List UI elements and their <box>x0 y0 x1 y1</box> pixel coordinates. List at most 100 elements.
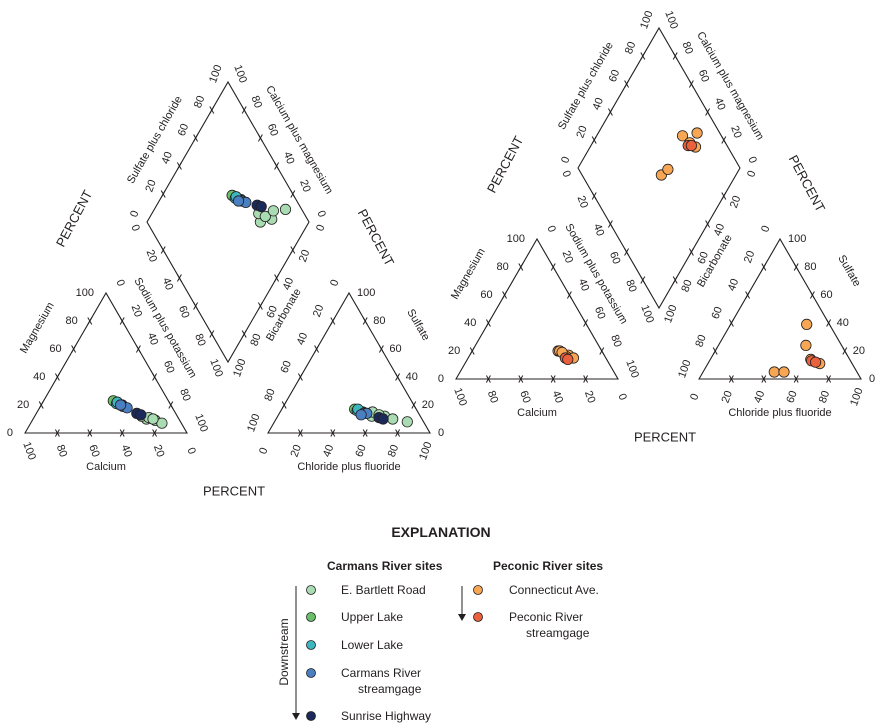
tick-label-sodium-potassium: 40 <box>145 331 160 347</box>
tick-mark <box>550 375 556 383</box>
tick-label-sulfate: 60 <box>389 343 401 355</box>
diamond-point <box>255 201 267 213</box>
tick-label-sulfate-chloride: 20 <box>574 124 589 140</box>
tick-label-diamond-lower-right: 100 <box>662 303 680 324</box>
tick-label-sulfate-chloride: 60 <box>607 68 622 84</box>
axis-title-sulfate: Sulfate <box>835 253 863 289</box>
tick-label-sulfate: 0 <box>869 373 875 385</box>
tick-mark <box>745 291 751 299</box>
tick-label-diamond-lower-left: 20 <box>144 248 159 264</box>
tick-mark <box>583 319 589 327</box>
tick-mark <box>395 373 401 381</box>
percent-label: PERCENT <box>203 483 265 498</box>
tick-mark <box>728 319 734 327</box>
axis-title-chloride-fluoride: Chloride plus fluoride <box>728 407 831 419</box>
tick-mark <box>54 373 60 381</box>
tick-label-magnesium: 60 <box>49 343 61 355</box>
legend-marker-icon <box>306 612 316 622</box>
tick-label-calcium-magnesium: 40 <box>712 96 727 112</box>
tick-label-bicarbonate: 40 <box>726 277 741 293</box>
legend-label: E. Bartlett Road <box>341 583 426 597</box>
tick-mark <box>54 429 60 437</box>
tick-label-diamond-lower-right: 20 <box>728 194 743 210</box>
percent-label: PERCENT <box>634 429 696 444</box>
tick-mark <box>672 52 678 60</box>
tick-label-diamond-lower-right: 40 <box>281 276 296 292</box>
cation-triangle <box>455 237 619 380</box>
tick-label-diamond-lower-right: 0 <box>745 169 758 179</box>
tick-mark <box>485 375 491 383</box>
percent-label: PERCENT <box>786 153 828 215</box>
tick-mark <box>624 248 630 256</box>
tick-mark <box>640 276 646 284</box>
tick-mark <box>38 401 44 409</box>
tick-label-calcium: 60 <box>517 389 532 405</box>
tick-mark <box>793 263 799 271</box>
tick-mark <box>721 192 727 200</box>
tick-label-bicarbonate: 60 <box>279 359 294 375</box>
tick-label-magnesium: 0 <box>438 373 444 385</box>
tick-mark <box>728 375 734 383</box>
diamond-point <box>685 140 698 152</box>
tick-mark <box>209 106 215 114</box>
tick-label-sodium-potassium: 40 <box>576 277 591 293</box>
tick-label-calcium: 0 <box>184 446 197 456</box>
legend-item: Lower Lake <box>306 638 403 652</box>
tick-label-bicarbonate: 40 <box>295 331 310 347</box>
tick-mark <box>624 80 630 88</box>
tick-label-sodium-potassium: 0 <box>544 224 557 234</box>
tick-label-sulfate-chloride: 60 <box>176 122 191 138</box>
diamond-point <box>279 203 292 215</box>
legend-marker-icon <box>473 612 483 622</box>
tick-mark <box>712 347 718 355</box>
anion-triangle <box>698 237 862 380</box>
legend-marker-icon <box>306 711 316 721</box>
tick-label-calcium-magnesium: 80 <box>680 40 695 56</box>
tick-label-magnesium: 80 <box>66 315 78 327</box>
tick-label-sulfate: 0 <box>438 427 444 439</box>
tick-mark <box>119 317 125 325</box>
tick-label-diamond-lower-left: 0 <box>559 169 572 179</box>
tick-label-calcium-magnesium: 100 <box>231 63 249 84</box>
tick-label-calcium-magnesium: 20 <box>728 124 743 140</box>
tick-label-calcium-magnesium: 40 <box>281 150 296 166</box>
tick-label-sodium-potassium: 60 <box>161 359 176 375</box>
tick-label-magnesium: 100 <box>507 233 525 245</box>
tick-label-sulfate-chloride: 0 <box>559 155 572 165</box>
diamond-point <box>267 205 279 217</box>
tick-label-sulfate-chloride: 100 <box>207 63 225 84</box>
legend-label-line2: streamgage <box>358 682 422 696</box>
tick-label-calcium-magnesium: 80 <box>249 94 264 110</box>
tick-label-sulfate: 80 <box>804 261 816 273</box>
tick-mark <box>583 375 589 383</box>
percent-label: PERCENT <box>355 207 397 269</box>
tick-mark <box>809 291 815 299</box>
anion-point <box>800 339 812 351</box>
tick-mark <box>281 401 287 409</box>
tick-label-sodium-potassium: 20 <box>560 249 575 265</box>
tick-label-chloride-fluoride: 40 <box>752 389 767 405</box>
percent-label: PERCENT <box>484 134 526 196</box>
tick-label-diamond-lower-left: 100 <box>638 303 656 324</box>
axis-title-calcium: Calcium <box>86 461 126 473</box>
tick-label-chloride-fluoride: 0 <box>257 446 270 456</box>
tick-label-sulfate: 40 <box>406 371 418 383</box>
tick-mark <box>297 373 303 381</box>
tick-mark <box>640 52 646 60</box>
tick-mark <box>362 429 368 437</box>
anion-point <box>768 366 780 378</box>
legend-label-line2: streamgage <box>526 626 590 640</box>
tick-mark <box>599 347 605 355</box>
legend-label: Connecticut Ave. <box>509 583 599 597</box>
tick-label-bicarbonate: 100 <box>245 412 263 433</box>
tick-mark <box>152 373 158 381</box>
legend-item: Connecticut Ave. <box>473 583 599 597</box>
tick-mark <box>209 330 215 338</box>
series-carmans-river-streamgage <box>115 195 373 421</box>
tick-label-diamond-lower-right: 100 <box>231 357 249 378</box>
tick-mark <box>87 429 93 437</box>
